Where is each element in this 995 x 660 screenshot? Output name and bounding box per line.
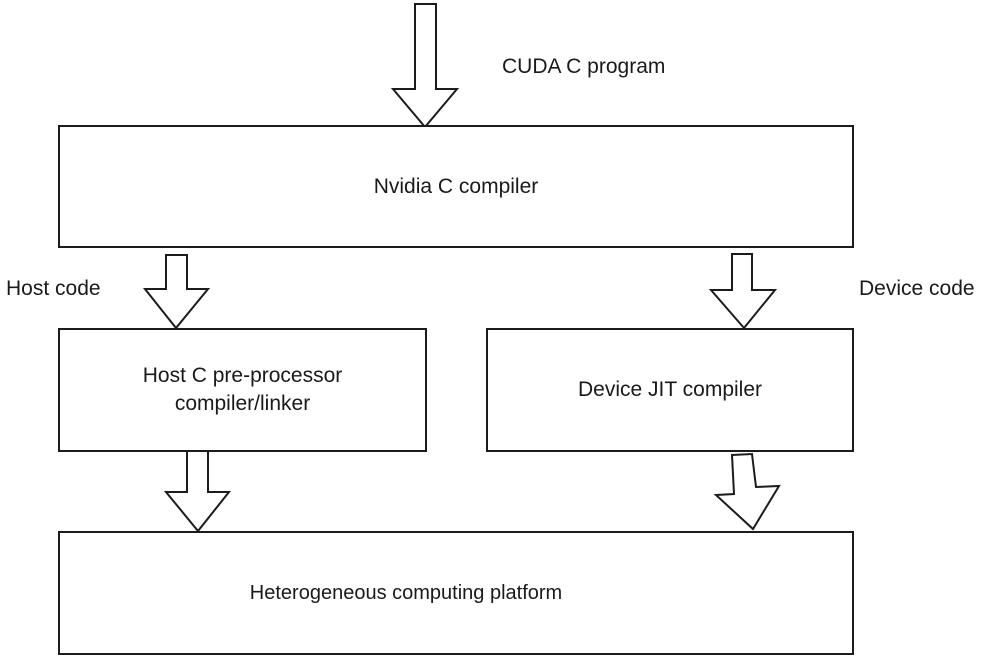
node-heterogeneous-computing-platform-label: Heterogeneous computing platform — [249, 582, 563, 604]
arrow-host-compiler-to-platform — [163, 450, 232, 533]
edge-label-device-code: Device code — [859, 277, 975, 300]
arrow-nvcc-to-host-compiler — [142, 254, 211, 330]
arrow-nvcc-to-device-jit — [708, 253, 778, 330]
node-nvidia-c-compiler: Nvidia C compiler — [58, 125, 854, 248]
node-host-c-compiler: Host C pre-processor compiler/linker — [58, 328, 427, 452]
node-host-c-compiler-label: Host C pre-processor compiler/linker — [143, 362, 343, 418]
input-label-cuda-c-program: CUDA C program — [502, 55, 666, 78]
edge-label-host-code: Host code — [6, 277, 101, 300]
arrow-input-to-nvcc — [390, 3, 460, 129]
node-host-c-compiler-label-line-1: Host C pre-processor — [142, 364, 343, 387]
node-device-jit-compiler-label: Device JIT compiler — [578, 378, 762, 401]
node-device-jit-compiler: Device JIT compiler — [486, 328, 854, 452]
node-heterogeneous-computing-platform: Heterogeneous computing platform — [58, 531, 854, 655]
node-host-c-compiler-label-line-2: compiler/linker — [174, 392, 311, 415]
arrow-device-jit-to-platform — [713, 452, 781, 531]
node-nvidia-c-compiler-label: Nvidia C compiler — [373, 174, 539, 198]
